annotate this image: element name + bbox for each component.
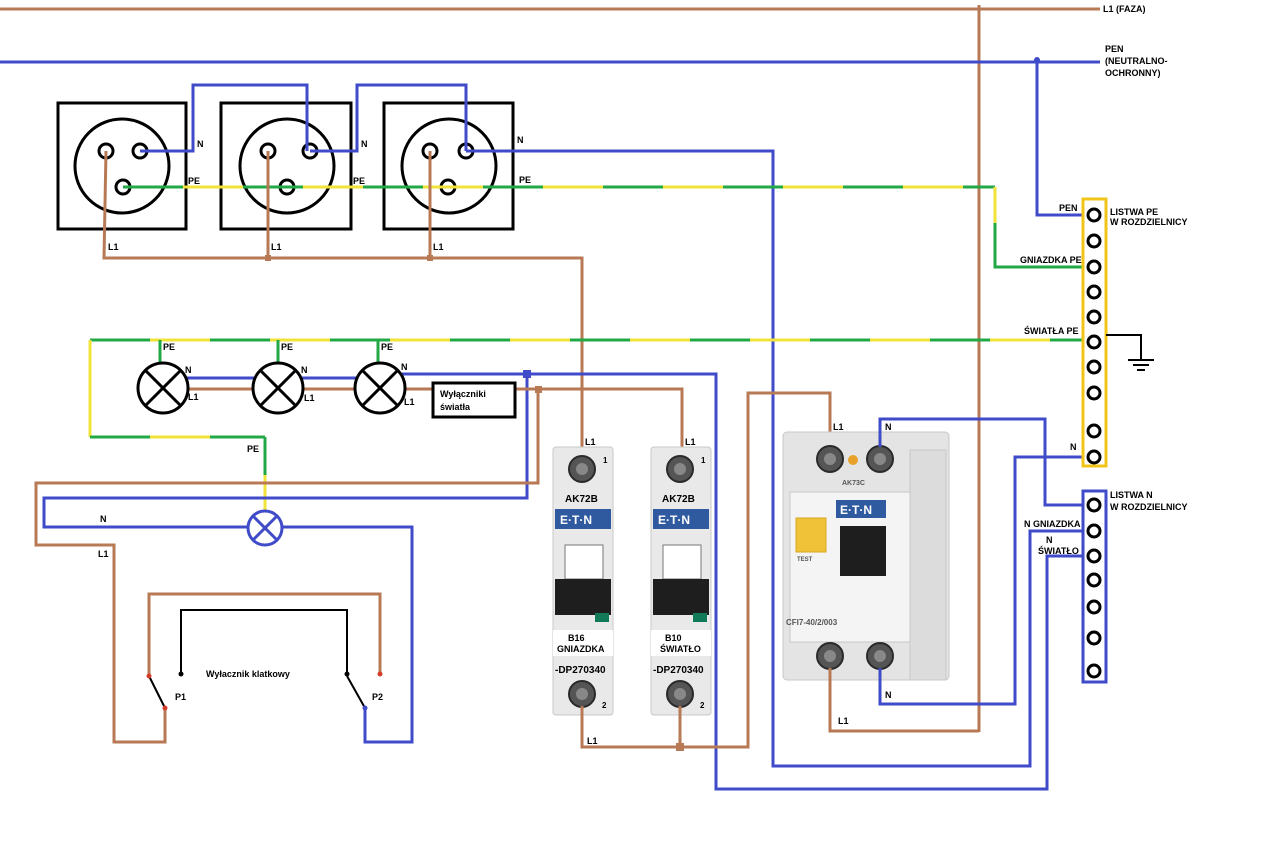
pe-busbar-title-1: LISTWA PE — [1110, 207, 1158, 217]
pe-busbar-pen-label: PEN — [1059, 203, 1078, 213]
breaker-b10-purpose: ŚWIATŁO — [660, 643, 701, 654]
lamp-2-pe-label: PE — [281, 342, 293, 352]
socket-2-pe-label: PE — [353, 176, 365, 186]
lamp-1 — [136, 361, 190, 415]
light-switches-label-1: Wyłączniki — [440, 389, 486, 399]
breaker-b16-l1-top: L1 — [585, 437, 596, 447]
breaker-b10-l1-top: L1 — [685, 437, 696, 447]
breaker-b10-model: AK72B — [662, 494, 695, 505]
light-switches-label-2: światła — [440, 402, 471, 412]
lamp-4-l1-label: L1 — [98, 549, 109, 559]
rcd-wires — [828, 417, 1083, 733]
lamp-1-n-label: N — [185, 365, 192, 375]
pe-busbar-sockets-label: GNIAZDKA PE — [1020, 255, 1082, 265]
n-busbar-sockets-label: N GNIAZDKA — [1024, 519, 1081, 529]
socket-2-l1-label: L1 — [271, 242, 282, 252]
socket-3 — [382, 101, 515, 231]
lamp-1-l1-label: L1 — [188, 392, 199, 402]
lamp-2 — [251, 361, 305, 415]
lamps-neutral-wire — [42, 370, 1083, 791]
lamp-4 — [246, 509, 284, 547]
rcd-test-label: TEST — [797, 557, 813, 563]
breaker-b10-term-top: 1 — [701, 456, 706, 465]
breaker-b10-code: -DP270340 — [653, 665, 704, 676]
socket-3-pe-label: PE — [519, 175, 531, 185]
lamp-2-n-label: N — [301, 365, 308, 375]
lights-pe-wire — [88, 338, 1083, 512]
rcd-n-bottom: N — [885, 690, 892, 700]
stair-switch: Wyłacznik klatkowy P1 P2 — [146, 609, 383, 711]
lamp-3-pe-label: PE — [381, 342, 393, 352]
n-busbar — [1081, 489, 1108, 684]
breaker-b16-brand: E·T·N — [560, 513, 592, 527]
rcd-l1-top: L1 — [833, 422, 844, 432]
rcd-brand: E·T·N — [840, 503, 872, 517]
lamp-2-l1-label: L1 — [304, 393, 315, 403]
label-pen-1: PEN — [1105, 44, 1124, 54]
p1-label: P1 — [175, 692, 186, 702]
socket-1-l1-label: L1 — [108, 242, 119, 252]
label-l1-faza: L1 (FAZA) — [1103, 4, 1146, 14]
breaker-b16-term-bottom: 2 — [602, 701, 607, 710]
n-busbar-title-2: W ROZDZIELNICY — [1110, 502, 1188, 512]
socket-1 — [56, 101, 188, 231]
lamp-4-n-label: N — [100, 514, 107, 524]
socket-phase-wire — [102, 150, 584, 466]
socket-1-n-label: N — [197, 139, 204, 149]
n-busbar-lights-label: ŚWIATŁO — [1038, 545, 1079, 556]
breaker-b16-code: -DP270340 — [555, 665, 606, 676]
lamp-3 — [353, 361, 407, 415]
breaker-b10-rating: B10 — [665, 633, 682, 643]
breaker-b16-purpose: GNIAZDKA — [557, 644, 605, 654]
main-phase-line — [0, 5, 1100, 732]
lamp-3-l1-label: L1 — [404, 397, 415, 407]
socket-2-n-label: N — [361, 139, 368, 149]
breaker-b16-model: AK72B — [565, 494, 598, 505]
rcd-device: AK73C E·T·N TEST CFI7-40/2/003 — [782, 431, 950, 681]
breakers-l1-bottom: L1 — [587, 736, 598, 746]
pe-busbar — [1081, 197, 1108, 468]
p2-label: P2 — [372, 692, 383, 702]
lamp-3-n-label: N — [401, 362, 408, 372]
socket-2 — [219, 101, 353, 231]
rcd-model: AK73C — [842, 480, 865, 487]
n-busbar-title-1: LISTWA N — [1110, 490, 1153, 500]
main-pen-line — [0, 57, 1100, 217]
breaker-b10: 1 AK72B E·T·N B10 ŚWIATŁO -DP270340 2 — [650, 446, 712, 716]
breaker-b10-term-bottom: 2 — [700, 701, 705, 710]
pe-busbar-lights-label: ŚWIATŁA PE — [1024, 325, 1079, 336]
lamp-1-pe-label: PE — [163, 342, 175, 352]
label-pen-2: (NEUTRALNO- — [1105, 56, 1168, 66]
breakers-supply-wire — [580, 391, 832, 751]
label-pen-3: OCHRONNY) — [1105, 68, 1161, 78]
breaker-b16: 1 AK72B E·T·N B16 GNIAZDKA -DP270340 2 — [552, 446, 614, 716]
socket-neutral-wire — [140, 83, 1083, 768]
lamps-phase-wire — [34, 386, 684, 744]
ground-symbol-icon — [1106, 334, 1154, 371]
breaker-b16-rating: B16 — [568, 633, 585, 643]
socket-3-l1-label: L1 — [433, 242, 444, 252]
rcd-code: CFI7-40/2/003 — [786, 618, 838, 627]
rcd-n-top: N — [885, 422, 892, 432]
rcd-l1-bottom: L1 — [838, 716, 849, 726]
light-switches-box: Wyłączniki światła — [431, 381, 517, 419]
stair-switch-label: Wyłacznik klatkowy — [206, 669, 290, 679]
socket-3-n-label: N — [517, 135, 524, 145]
pe-busbar-n-label: N — [1070, 442, 1077, 452]
pe-busbar-title-2: W ROZDZIELNICY — [1110, 217, 1188, 227]
socket-1-pe-label: PE — [188, 176, 200, 186]
breaker-b10-brand: E·T·N — [658, 513, 690, 527]
n-busbar-lights-n-label: N — [1046, 535, 1053, 545]
lamp-4-pe-label: PE — [247, 444, 259, 454]
breaker-b16-term-top: 1 — [603, 456, 608, 465]
